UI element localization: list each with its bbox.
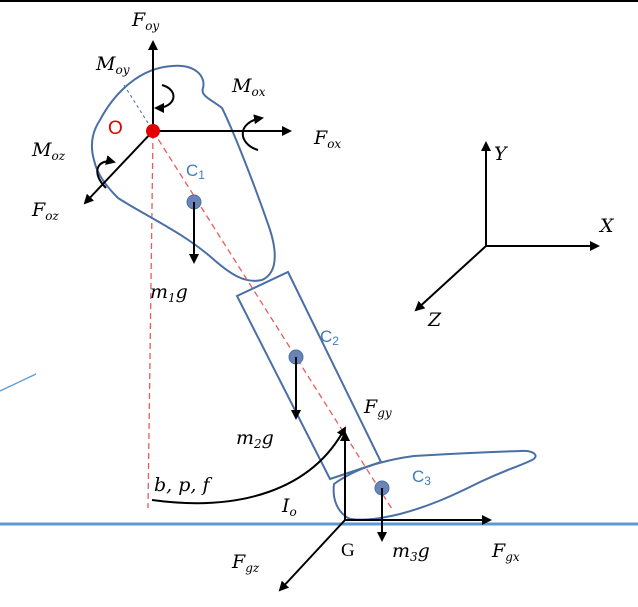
- origin-dot: [146, 124, 160, 138]
- label-axis-y: Y: [494, 143, 509, 165]
- label-origin-o: O: [108, 118, 123, 139]
- label-m-oz: Moz: [31, 139, 66, 163]
- label-f-gx: Fgx: [491, 540, 520, 564]
- moment-oz-arrow: [96, 155, 116, 189]
- thigh-axis-line: [123, 84, 154, 132]
- label-m3g: m3g: [392, 540, 430, 564]
- label-f-oz: Foz: [31, 199, 59, 223]
- force-gz-arrow: [278, 519, 346, 592]
- leg-axis-dashed-line: [152, 130, 393, 510]
- label-f-oy: Foy: [131, 9, 159, 33]
- force-oz-arrow: [83, 130, 154, 205]
- label-f-gy: Fgy: [363, 396, 392, 420]
- label-axis-z: Z: [427, 309, 442, 331]
- label-c3: C3: [412, 467, 431, 488]
- moment-ox-arrow: [241, 114, 264, 151]
- axis-z-arrow: [414, 245, 487, 312]
- thigh-segment-outline: [91, 64, 276, 282]
- label-inertia-io: Io: [281, 495, 297, 519]
- label-point-g: G: [341, 540, 355, 561]
- vertical-reference-line: [147, 132, 154, 509]
- label-params-bpf: b, p, f: [154, 474, 212, 496]
- params-curved-arrow: [151, 426, 346, 505]
- label-f-gz: Fgz: [231, 551, 260, 575]
- moment-oy-arrow: [154, 84, 175, 113]
- label-c2: C2: [320, 327, 339, 348]
- label-f-ox: Fox: [313, 127, 341, 151]
- label-m-oy: Moy: [95, 53, 130, 77]
- stray-line: [0, 373, 37, 392]
- label-c1: C1: [186, 161, 205, 182]
- label-m1g: m1g: [150, 281, 188, 305]
- label-axis-x: X: [598, 215, 615, 237]
- foot-segment-outline: [332, 449, 537, 521]
- label-m-ox: Mox: [231, 75, 266, 99]
- label-m2g: m2g: [236, 427, 274, 451]
